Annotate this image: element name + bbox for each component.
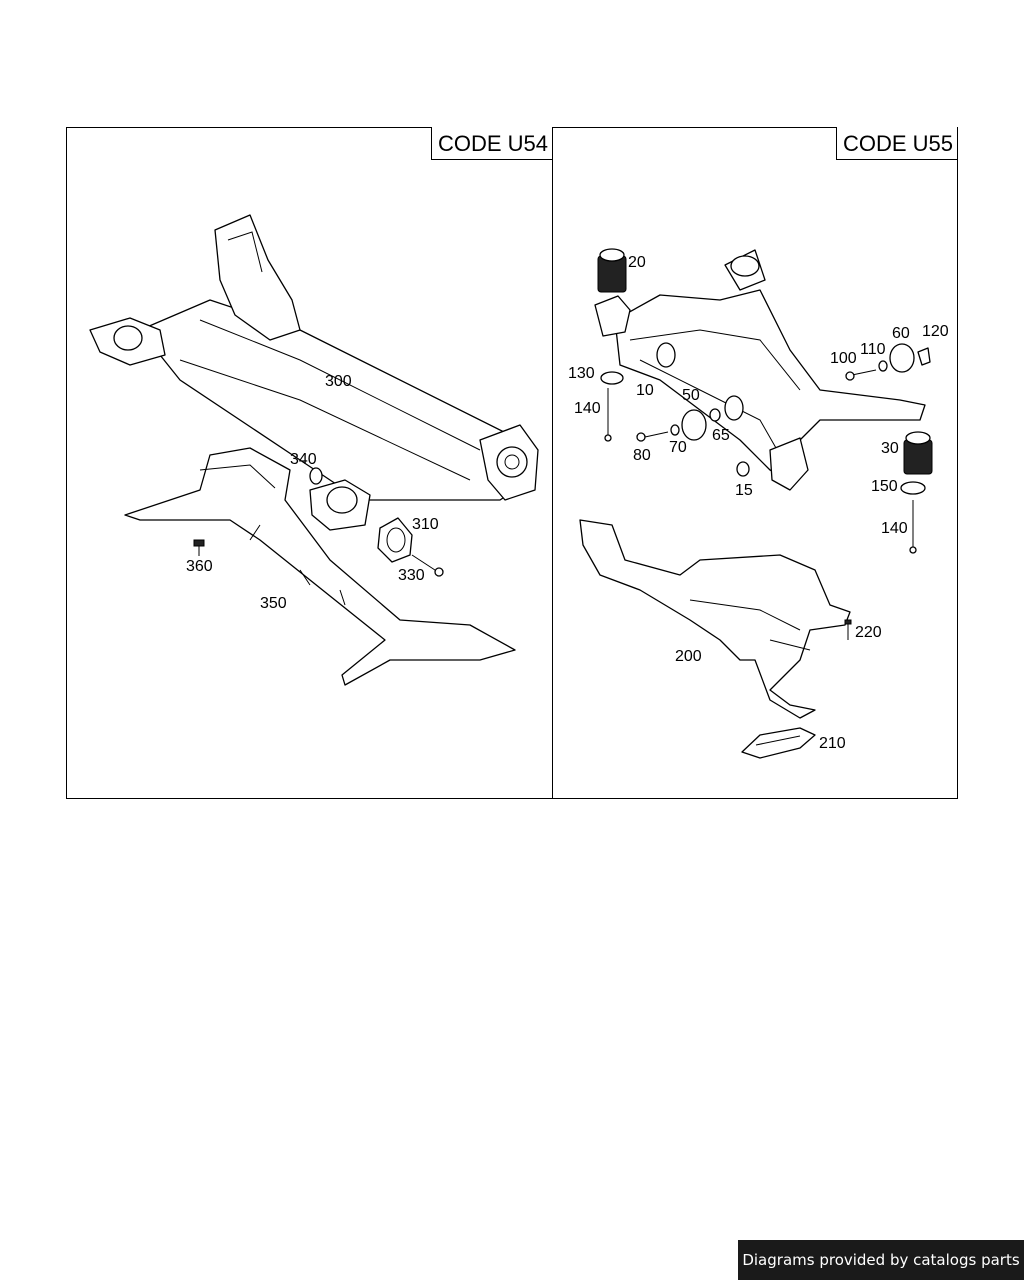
underbody-panel-350 <box>124 447 516 686</box>
washer-70 <box>670 424 680 436</box>
subframe-u54-drawing <box>89 214 539 531</box>
bolt-220 <box>844 619 852 640</box>
callout-110: 110 <box>860 341 886 358</box>
bushing-50 <box>681 409 707 441</box>
spring-bushing-30 <box>903 431 933 475</box>
panel-divider <box>552 127 553 799</box>
bolt-140-left <box>604 388 612 442</box>
bolt-100 <box>845 369 877 381</box>
callout-30: 30 <box>881 440 899 457</box>
washer-110 <box>878 360 888 372</box>
callout-15: 15 <box>735 482 753 499</box>
underbody-panel-200 <box>579 519 851 719</box>
subframe-u55-drawing <box>614 249 926 491</box>
callout-65: 65 <box>712 427 730 444</box>
callout-350: 350 <box>260 595 287 612</box>
mount-10 <box>594 295 631 337</box>
footer-credit: Diagrams provided by catalogs parts <box>738 1240 1024 1280</box>
washer-150 <box>900 481 926 495</box>
bolt-330 <box>411 554 444 577</box>
callout-70: 70 <box>669 439 687 456</box>
nut-15 <box>736 461 750 477</box>
callout-210: 210 <box>819 735 846 752</box>
code-u55-label: CODE U55 <box>836 127 958 160</box>
washer-130 <box>600 371 624 385</box>
callout-330: 330 <box>398 567 425 584</box>
callout-10: 10 <box>636 382 654 399</box>
clip-120 <box>917 347 931 366</box>
bushing-310 <box>377 517 413 563</box>
callout-140-right: 140 <box>881 520 908 537</box>
bolt-140-right <box>909 500 917 554</box>
code-u54-label: CODE U54 <box>431 127 553 160</box>
callout-100: 100 <box>830 350 857 367</box>
callout-220: 220 <box>855 624 882 641</box>
nut-340 <box>309 467 323 485</box>
callout-120: 120 <box>922 323 949 340</box>
callout-140-left: 140 <box>574 400 601 417</box>
callout-340: 340 <box>290 451 317 468</box>
callout-360: 360 <box>186 558 213 575</box>
callout-200: 200 <box>675 648 702 665</box>
callout-130: 130 <box>568 365 595 382</box>
callout-50: 50 <box>682 387 700 404</box>
shield-plate-210 <box>741 727 816 759</box>
bushing-60 <box>889 343 915 373</box>
callout-310: 310 <box>412 516 439 533</box>
spring-bushing-20 <box>597 248 627 293</box>
callout-20: 20 <box>628 254 646 271</box>
bolt-80 <box>636 431 669 442</box>
callout-300: 300 <box>325 373 352 390</box>
callout-150: 150 <box>871 478 898 495</box>
callout-60: 60 <box>892 325 910 342</box>
bolt-360 <box>193 539 205 556</box>
callout-80: 80 <box>633 447 651 464</box>
washer-65 <box>709 408 721 422</box>
